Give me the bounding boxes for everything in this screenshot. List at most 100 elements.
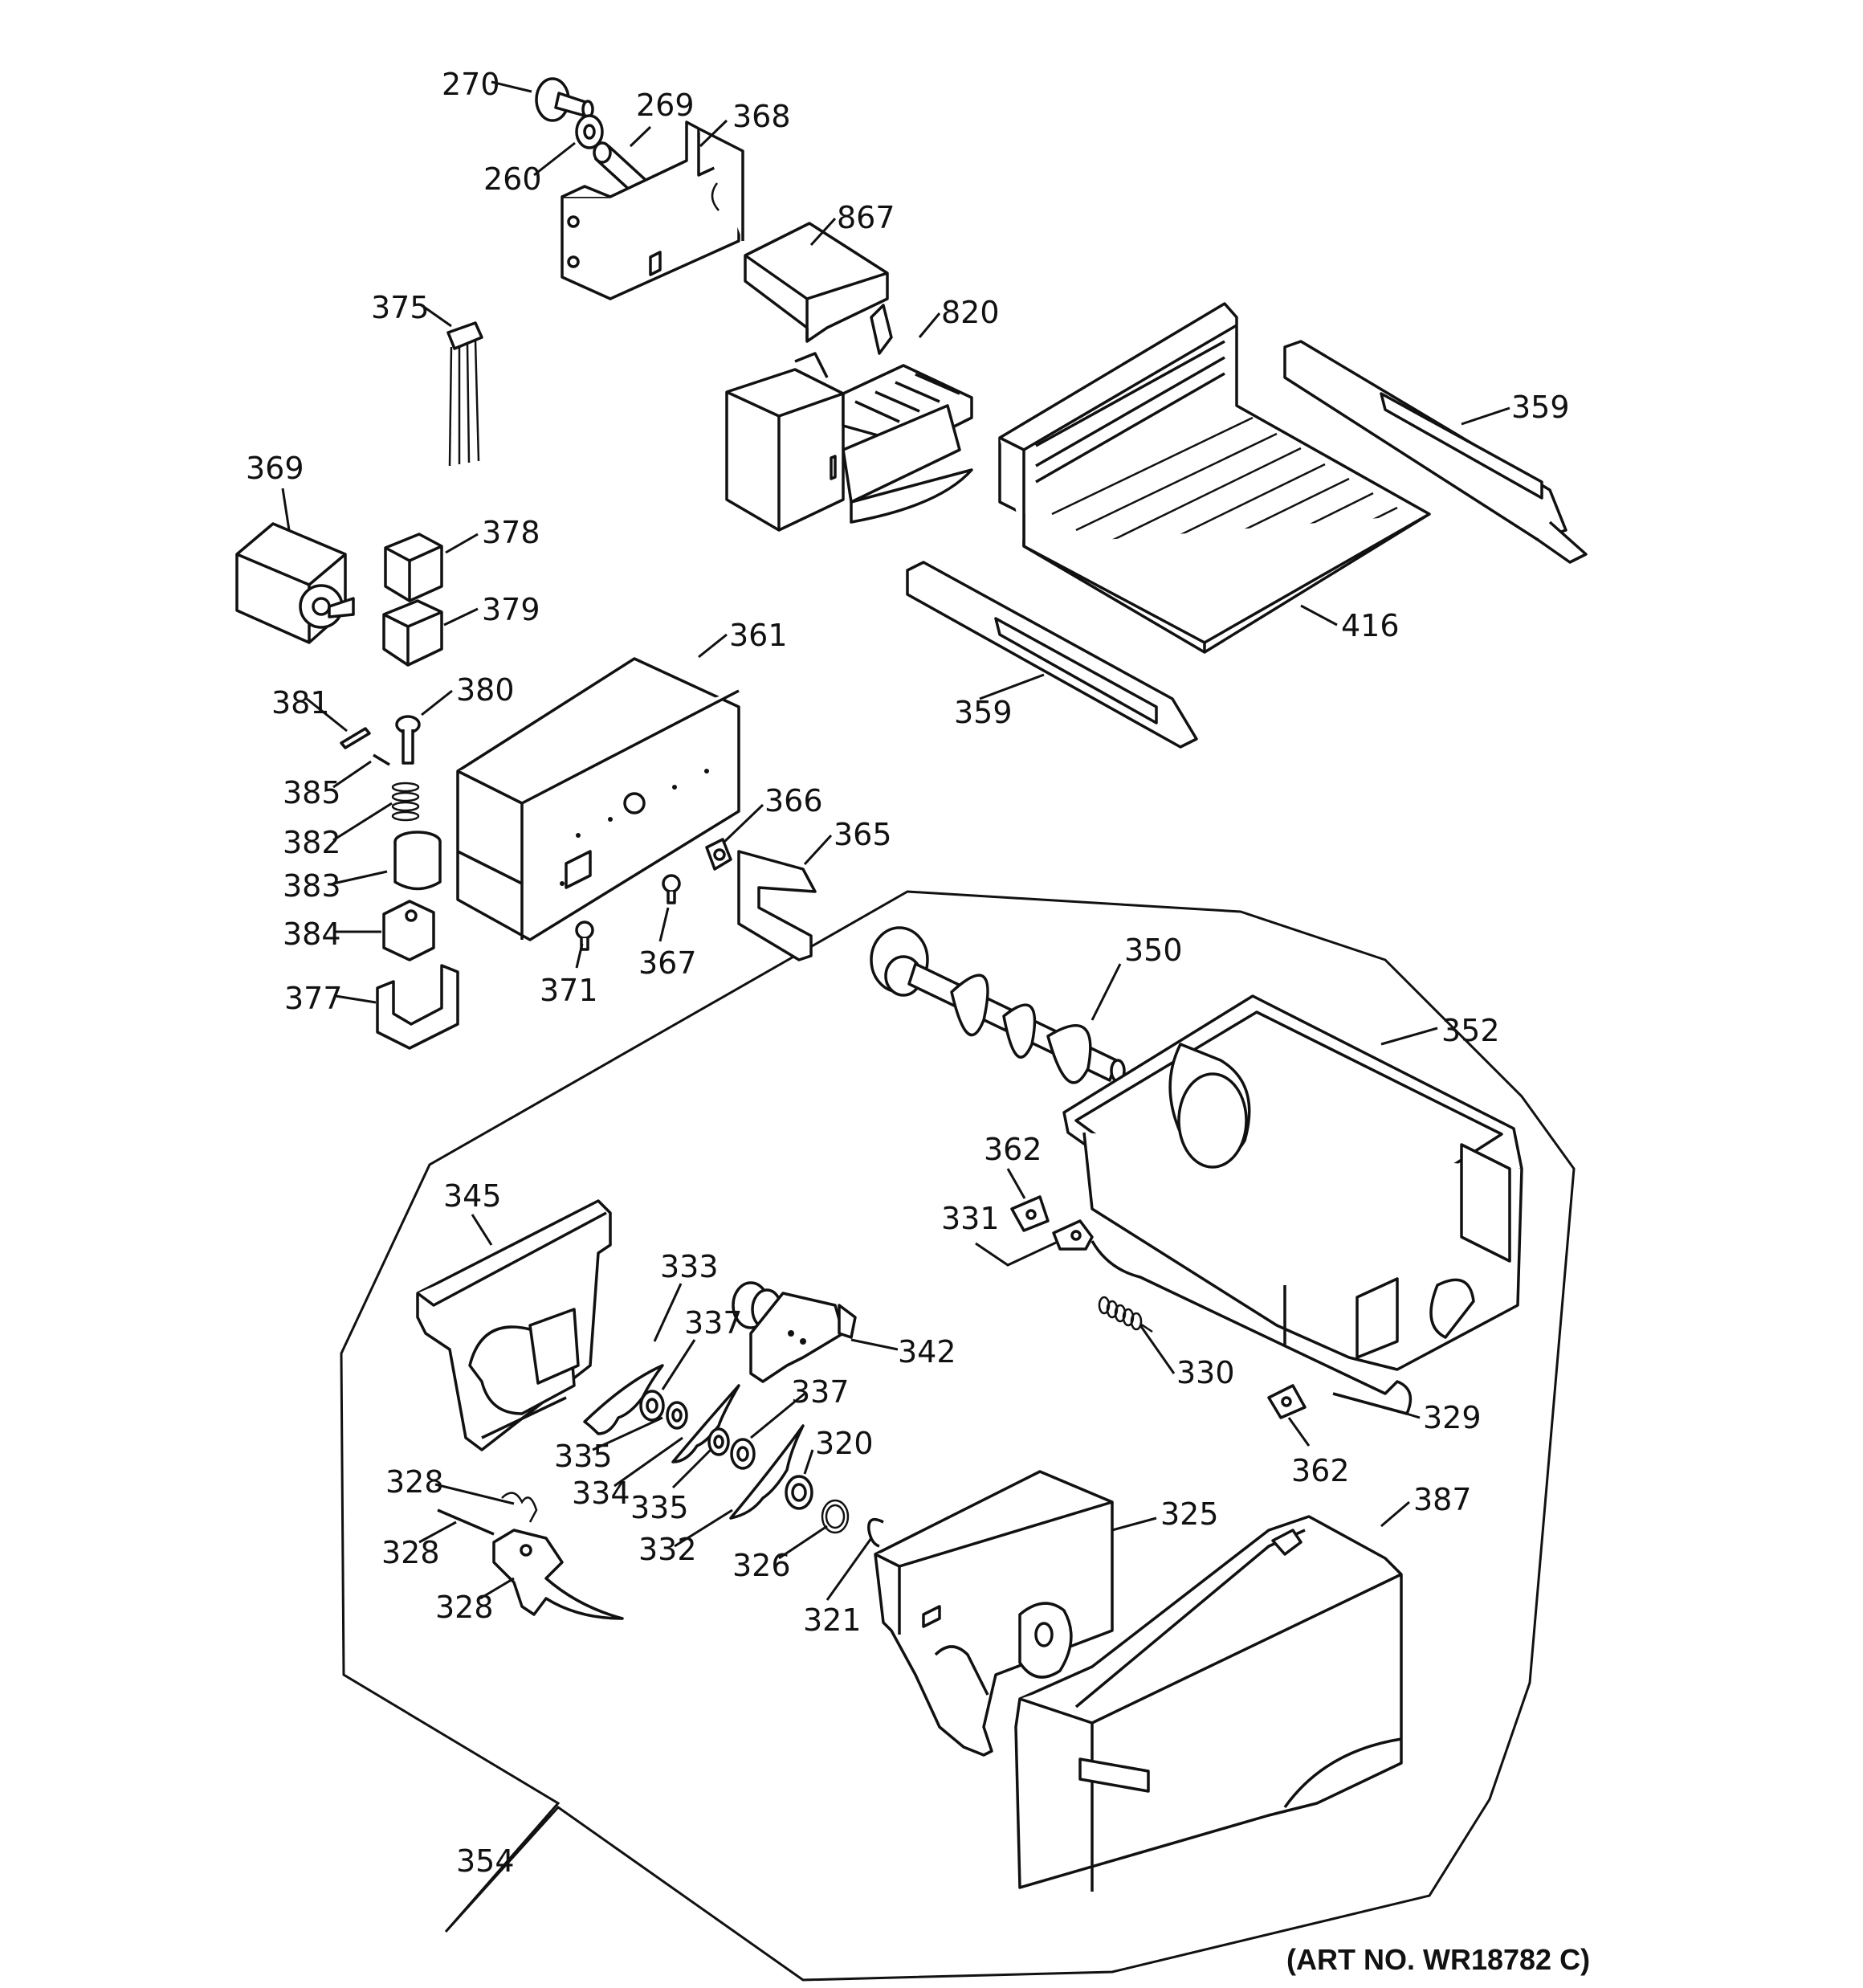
callout-342: 342 xyxy=(898,1334,956,1370)
part-333-blade xyxy=(583,1364,664,1435)
callout-375: 375 xyxy=(371,290,430,325)
part-361-housing xyxy=(456,657,740,941)
callout-366: 366 xyxy=(764,783,823,818)
part-320-bearing xyxy=(785,1475,813,1510)
part-326-ring xyxy=(821,1499,850,1534)
callout-381: 381 xyxy=(271,685,330,720)
callout-labels: 270 269 368 260 867 375 820 359 369 378 … xyxy=(246,67,1570,1879)
part-381-spring-pin xyxy=(340,727,371,749)
callout-387: 387 xyxy=(1413,1482,1472,1517)
part-335-washer-a xyxy=(666,1401,688,1430)
part-379-foam-block xyxy=(382,599,443,667)
callout-365: 365 xyxy=(834,817,892,852)
callout-377: 377 xyxy=(284,981,343,1016)
callout-361: 361 xyxy=(729,618,788,653)
part-375-wire-harness xyxy=(446,321,483,467)
part-335-washer-b xyxy=(707,1427,730,1456)
callout-345: 345 xyxy=(443,1178,502,1214)
callout-382: 382 xyxy=(283,825,341,860)
part-369-auger-motor xyxy=(235,522,355,644)
part-359-slide-right xyxy=(1283,340,1588,564)
callout-385: 385 xyxy=(283,775,341,810)
part-331-bracket xyxy=(1052,1219,1094,1251)
callout-335-right: 335 xyxy=(630,1490,689,1525)
callout-367: 367 xyxy=(638,945,697,981)
part-867-cover xyxy=(744,222,889,343)
part-325-chute-housing xyxy=(874,1470,1114,1757)
part-384-bracket xyxy=(382,900,435,961)
part-383-sleeve xyxy=(393,831,442,891)
callout-362-upper: 362 xyxy=(984,1132,1042,1167)
part-350-auger xyxy=(870,926,1126,1084)
callout-326: 326 xyxy=(732,1548,791,1583)
part-365-guide xyxy=(737,850,817,961)
callout-337-upper: 337 xyxy=(684,1305,743,1341)
callout-321: 321 xyxy=(803,1602,862,1638)
callout-332: 332 xyxy=(638,1532,697,1567)
callout-820: 820 xyxy=(941,295,1000,330)
part-366-clip xyxy=(705,838,732,871)
part-387-front-cover xyxy=(1014,1515,1403,1892)
callout-867: 867 xyxy=(837,200,895,235)
callout-331: 331 xyxy=(941,1201,1000,1236)
callout-378: 378 xyxy=(482,515,540,550)
callout-416: 416 xyxy=(1341,608,1400,643)
part-371-screw xyxy=(575,921,594,951)
callout-328-middle: 328 xyxy=(381,1535,440,1570)
art-number: (ART NO. WR18782 C) xyxy=(1286,1943,1590,1976)
callout-333: 333 xyxy=(660,1249,719,1284)
callout-362-lower: 362 xyxy=(1291,1453,1350,1488)
part-260-washer xyxy=(575,114,604,149)
callout-335-left: 335 xyxy=(554,1439,613,1474)
part-362-clip-lower xyxy=(1267,1384,1307,1419)
callout-371: 371 xyxy=(540,973,598,1008)
callout-330: 330 xyxy=(1176,1355,1235,1390)
part-328-pin xyxy=(437,1508,495,1536)
part-330-spring xyxy=(1098,1296,1153,1333)
callout-328-bottom: 328 xyxy=(435,1590,494,1625)
part-332-blade xyxy=(729,1424,805,1520)
callout-359-right: 359 xyxy=(1511,390,1570,425)
callout-337-lower: 337 xyxy=(791,1374,850,1410)
part-362-clip-upper xyxy=(1010,1195,1050,1232)
part-334-blade xyxy=(671,1384,740,1463)
callout-325: 325 xyxy=(1160,1496,1219,1532)
callout-320: 320 xyxy=(815,1426,874,1461)
part-352-bucket xyxy=(1062,994,1523,1371)
callout-328-top: 328 xyxy=(385,1464,444,1500)
part-385-pin xyxy=(373,753,390,766)
part-382-spring xyxy=(391,782,420,822)
callout-269: 269 xyxy=(636,88,695,123)
part-270-fitting xyxy=(535,77,594,122)
callout-359-left: 359 xyxy=(954,695,1013,730)
callout-383: 383 xyxy=(283,868,341,904)
part-368-bracket xyxy=(561,120,744,300)
part-345-crusher-housing xyxy=(416,1199,612,1451)
part-328-lever xyxy=(492,1529,624,1620)
callout-354: 354 xyxy=(456,1843,515,1879)
callout-270: 270 xyxy=(442,67,500,102)
callout-334: 334 xyxy=(572,1476,630,1511)
callout-368: 368 xyxy=(732,99,791,134)
part-329-rod xyxy=(1090,1240,1413,1415)
part-321-e-ring xyxy=(867,1517,884,1548)
part-820-icemaker xyxy=(725,304,973,532)
assembly-outline xyxy=(340,890,1576,1982)
part-378-solenoid xyxy=(384,533,443,602)
part-359-slide-left xyxy=(906,561,1198,749)
callout-369: 369 xyxy=(246,451,304,486)
callout-379: 379 xyxy=(482,592,540,627)
callout-380: 380 xyxy=(456,672,515,708)
part-342-crusher-arm xyxy=(732,1281,857,1383)
part-337-spacer-a xyxy=(639,1390,665,1422)
callout-384: 384 xyxy=(283,916,341,952)
part-416-shelf xyxy=(998,302,1431,654)
callout-329: 329 xyxy=(1423,1400,1482,1435)
callout-350: 350 xyxy=(1124,933,1183,968)
part-328-spring xyxy=(501,1492,538,1523)
part-337-spacer-b xyxy=(730,1438,756,1470)
leader-lines xyxy=(281,80,1510,1601)
callout-260: 260 xyxy=(483,161,542,197)
part-377-mount-bracket xyxy=(376,964,459,1050)
